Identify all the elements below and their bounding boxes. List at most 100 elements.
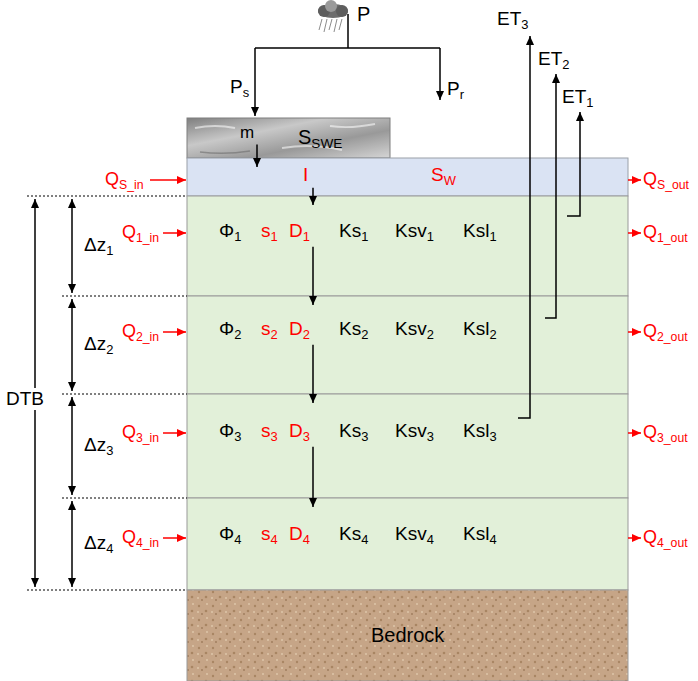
node-text: SSWE [298,126,342,152]
diagram-label: Δz1 [84,234,113,259]
precipitation-split-lines [255,14,440,116]
symbol-base: Φ [219,220,234,241]
symbol-base: Q [122,321,136,341]
node-text: Φ3 [219,420,241,445]
symbol-base: s [261,220,271,241]
diagram-label: Pr [447,78,464,103]
diagram-label: P [357,3,370,26]
symbol-base: Q [122,527,136,547]
symbol-base: Ksl [463,318,489,339]
symbol-base: Ksv [395,220,427,241]
node-text: Ks4 [339,523,368,548]
rain-cloud-icon [318,0,348,32]
symbol-base: ET [562,86,586,107]
snowpack-box: m SSWE [187,118,390,158]
symbol-subscript: 1 [271,229,278,244]
symbol-base: Q [105,169,119,189]
symbol-subscript: 2_in [136,330,159,344]
symbol-subscript: 3 [361,429,368,444]
symbol-base: Ksl [463,220,489,241]
symbol-base: Ksv [395,523,427,544]
symbol-base: s [261,523,271,544]
soil-layer-box: Φ4s4D4Ks4Ksv4Ksl4 [187,498,628,590]
symbol-subscript: 3 [303,429,310,444]
symbol-base: P [447,78,460,99]
symbol-subscript: 4 [271,532,278,547]
diagram-label: Q2_in [122,321,159,344]
diagram-label: QS_out [643,169,689,192]
soil-layer-box: Φ1s1D1Ks1Ksv1Ksl1 [187,196,628,296]
node-text: Bedrock [371,624,444,647]
symbol-subscript: 3 [489,429,496,444]
symbol-subscript: 1 [361,229,368,244]
diagram-label: Ps [230,76,249,101]
node-text: s2 [261,318,278,343]
symbol-subscript: s [243,85,249,100]
flux-arrow [312,447,314,507]
symbol-subscript: 3 [521,17,528,32]
soil-layer [187,394,628,498]
soil-layer [187,196,628,296]
diagram-label: ET3 [497,8,528,33]
symbol-subscript: 1_out [657,231,688,245]
symbol-base: S [431,164,444,185]
node-text: Ks1 [339,220,368,245]
surface-water-box: ISW [187,158,628,196]
surface-water-layer [187,158,628,196]
node-text: Φ2 [219,318,241,343]
symbol-base: Δz [84,434,106,455]
symbol-base: m [240,123,254,142]
node-text: D3 [289,420,310,445]
symbol-subscript: 1 [427,229,434,244]
symbol-subscript: 1 [489,229,496,244]
node-text: D2 [289,318,310,343]
diagram-label: Q3_in [122,422,159,445]
symbol-subscript: 4 [361,532,368,547]
diagram-label: Q4_in [122,527,159,550]
symbol-base: Q [643,321,657,341]
soil-layer [187,498,628,590]
symbol-base: Φ [219,318,234,339]
symbol-base: Δz [84,234,106,255]
symbol-subscript: 4 [303,532,310,547]
symbol-base: Bedrock [371,624,444,646]
symbol-subscript: 4 [427,532,434,547]
symbol-base: ET [538,48,562,69]
node-text: Φ4 [219,523,241,548]
symbol-subscript: 1_in [136,231,159,245]
soil-layer-box: Φ2s2D2Ks2Ksv2Ksl2 [187,296,628,394]
symbol-subscript: S_in [119,178,144,192]
symbol-subscript: 1 [303,229,310,244]
symbol-subscript: 3_in [136,431,159,445]
symbol-subscript: SWE [311,136,342,151]
symbol-base: Ks [339,220,361,241]
symbol-subscript: 4 [234,532,241,547]
symbol-subscript: 1 [106,243,113,258]
diagram-label: Q2_out [643,321,688,344]
diagram-label: QS_in [105,169,144,192]
flux-arrow [256,145,258,167]
symbol-subscript: 1 [234,229,241,244]
symbol-base: P [230,76,243,97]
symbol-subscript: S_out [657,178,689,192]
symbol-subscript: 4_out [657,536,688,550]
symbol-subscript: 3 [271,429,278,444]
diagram-label: Q3_out [643,422,688,445]
symbol-base: Q [643,422,657,442]
dimension-lines [27,196,187,590]
node-text: SW [431,164,456,189]
symbol-base: s [261,318,271,339]
diagram-label: Δz2 [84,333,113,358]
symbol-subscript: 2 [106,342,113,357]
symbol-base: D [289,318,303,339]
node-text: Ksv2 [395,318,434,343]
symbol-subscript: 4 [489,532,496,547]
bedrock-box: Bedrock [187,590,628,681]
symbol-base: Ksl [463,420,489,441]
flux-arrow [312,247,314,305]
symbol-base: P [357,3,370,25]
symbol-base: Φ [219,420,234,441]
symbol-subscript: 2_out [657,330,688,344]
symbol-base: Q [122,422,136,442]
symbol-subscript: 2 [234,327,241,342]
